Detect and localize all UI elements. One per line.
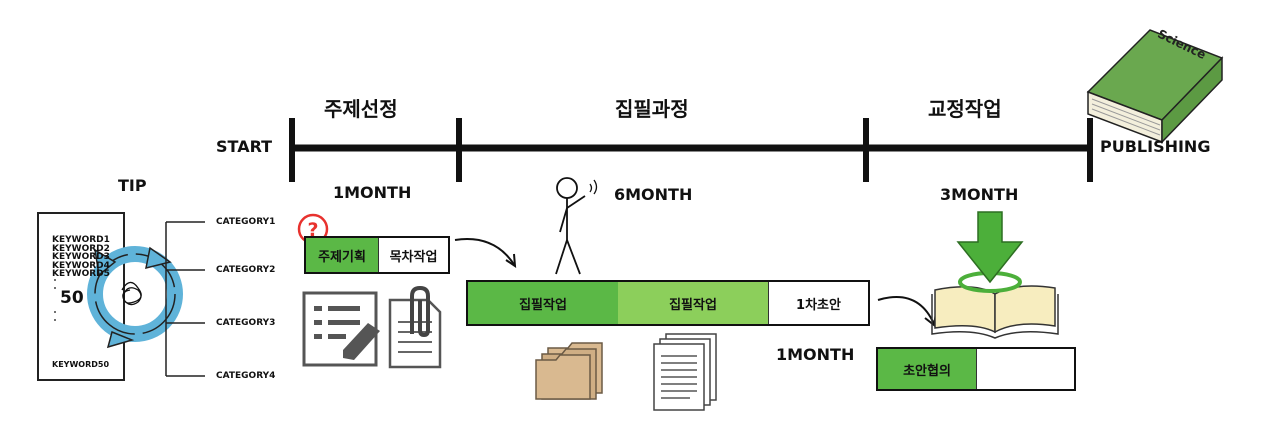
keyword-item: KEYWORD3: [52, 252, 110, 262]
keyword-list: KEYWORD1 KEYWORD2 KEYWORD3 KEYWORD4 KEYW…: [52, 236, 110, 279]
category-label-3: CATEGORY3: [216, 318, 276, 328]
keyword-last: KEYWORD50: [52, 360, 110, 369]
category-label-4: CATEGORY4: [216, 371, 276, 381]
category-label-2: CATEGORY2: [216, 265, 276, 275]
keyword-dots: [54, 279, 56, 321]
stick-figure-icon: [555, 177, 598, 275]
stacked-documents-icon: [653, 333, 717, 411]
down-arrow-icon: [956, 211, 1024, 293]
task-writing-1: 집필작업: [468, 282, 618, 324]
keyword-item: KEYWORD4: [52, 260, 110, 271]
science-book-icon: [1086, 29, 1224, 144]
keyword-count: 50: [60, 288, 84, 308]
keyword-item: KEYWORD1: [52, 235, 110, 245]
scribble-icon: [121, 281, 142, 306]
curved-arrow-2: [877, 296, 935, 325]
task-draft-consult: 초안협의: [878, 349, 976, 389]
phase-duration-proofreading: 3MONTH: [940, 185, 1019, 204]
clipped-document-icon: [388, 285, 442, 369]
phase-duration-writing: 6MONTH: [614, 185, 693, 204]
proof-task-bar: 초안협의: [876, 347, 1076, 391]
phase-title-proofreading: 교정작업: [928, 97, 1002, 121]
writing-task-bar: 집필작업 집필작업 1차초안: [466, 280, 870, 326]
phase-title-topic: 주제선정: [324, 97, 398, 121]
cycle-arrows-icon: [87, 246, 183, 349]
category-bracket: [165, 221, 205, 377]
keyword-paper: [37, 212, 125, 381]
first-draft-duration: 1MONTH: [776, 345, 855, 364]
checklist-pencil-icon: [302, 291, 380, 367]
category-label-1: CATEGORY1: [216, 217, 276, 227]
task-toc-work: 목차작업: [378, 238, 448, 272]
folders-icon: [535, 342, 603, 400]
curved-arrow-1: [454, 238, 516, 267]
tip-title: TIP: [118, 176, 147, 195]
task-empty-segment: [976, 349, 1074, 389]
timeline-start-label: START: [216, 137, 273, 156]
keyword-item: KEYWORD5: [52, 269, 110, 279]
task-topic-planning: 주제기획: [306, 238, 378, 272]
keyword-item: KEYWORD2: [52, 243, 110, 254]
task-writing-2: 집필작업: [618, 282, 768, 324]
open-book-icon: [931, 285, 1059, 339]
timeline-end-label: PUBLISHING: [1100, 137, 1211, 156]
svg-text:?: ?: [307, 219, 318, 241]
phase-duration-topic: 1MONTH: [333, 183, 412, 202]
topic-task-bar: 주제기획 목차작업: [304, 236, 450, 274]
task-first-draft: 1차초안: [768, 282, 868, 324]
phase-title-writing: 집필과정: [615, 97, 689, 121]
